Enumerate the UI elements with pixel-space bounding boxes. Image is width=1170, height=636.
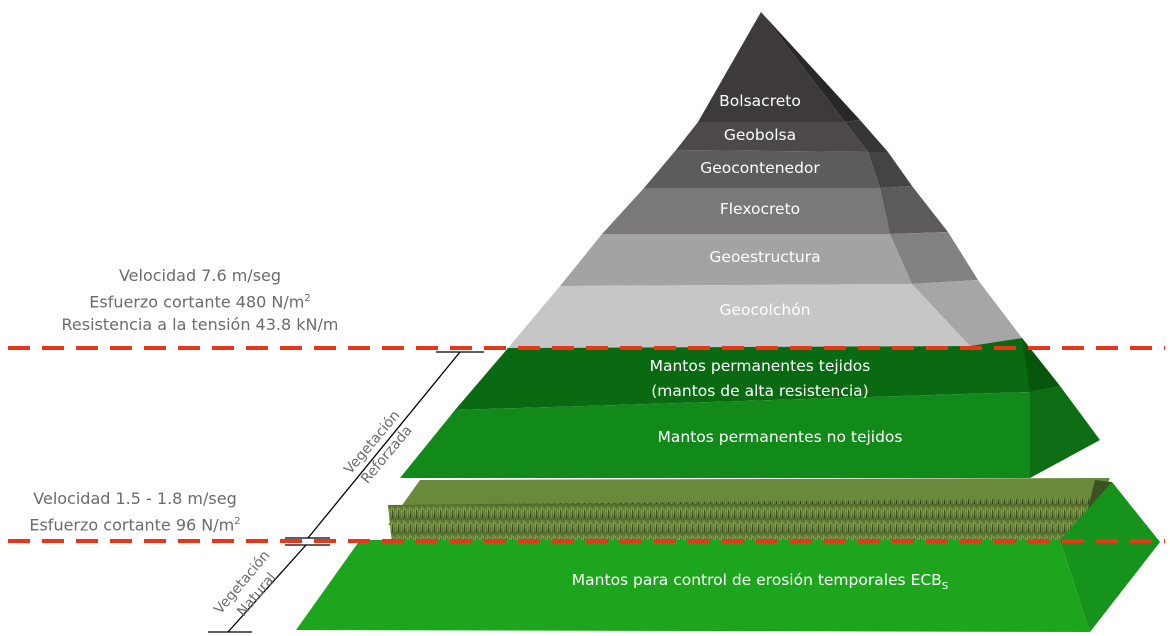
- upper-note-line3: Resistencia a la tensión 43.8 kN/m: [61, 315, 339, 335]
- label-temporales-text: Mantos para control de erosión temporale…: [571, 571, 942, 589]
- layer-geoestructura-face: [560, 234, 912, 286]
- layer-flexocreto-face: [602, 188, 890, 234]
- layer-geocolchon-face: [508, 284, 970, 348]
- layer-geocontenedor-face: [644, 150, 880, 188]
- layer-geobolsa-side: [845, 120, 888, 152]
- layer-geoestructura-side: [890, 232, 978, 284]
- lower-note-line1: Velocidad 1.5 - 1.8 m/seg: [33, 489, 237, 508]
- layer-no-tejidos-face: [400, 392, 1030, 478]
- layer-geocolchon-side: [912, 280, 1022, 346]
- layer-bolsacreto-side: [761, 12, 860, 122]
- layer-geobolsa-face: [676, 122, 868, 152]
- label-geocontenedor: Geocontenedor: [700, 159, 820, 177]
- upper-note-line2: Esfuerzo cortante 480 N/m2: [89, 292, 311, 312]
- top-pyramid: [508, 12, 1022, 348]
- lower-note-line2: Esfuerzo cortante 96 N/m2: [29, 515, 241, 535]
- upper-threshold-note: Velocidad 7.6 m/seg Esfuerzo cortante 48…: [0, 264, 400, 336]
- label-geobolsa: Geobolsa: [723, 126, 797, 144]
- grass-slab: [388, 478, 1112, 545]
- label-tejidos-line1: Mantos permanentes tejidos: [649, 357, 871, 375]
- layer-tejidos-face: [455, 338, 1060, 410]
- layer-geocontenedor-side: [868, 152, 912, 188]
- layer-temporales-side: [1060, 482, 1160, 632]
- vegetation-scale: [208, 351, 484, 633]
- label-flexocreto: Flexocreto: [719, 200, 801, 218]
- layer-temporales-face: [296, 540, 1090, 632]
- layer-tejidos-side: [1022, 338, 1060, 392]
- label-geoestructura: Geoestructura: [709, 248, 821, 266]
- label-bolsacreto: Bolsacreto: [719, 92, 801, 110]
- upper-note-line1: Velocidad 7.6 m/seg: [118, 266, 282, 285]
- label-temporales-sub: S: [941, 581, 949, 593]
- lower-threshold-note: Velocidad 1.5 - 1.8 m/seg Esfuerzo corta…: [0, 487, 270, 536]
- scale-natural-line: [227, 544, 307, 633]
- label-geocolchon: Geocolchón: [719, 301, 811, 319]
- scale-reforzada-line: [307, 351, 461, 539]
- layer-flexocreto-side: [880, 186, 948, 234]
- layer-bolsacreto-face: [698, 12, 845, 122]
- label-no-tejidos: Mantos permanentes no tejidos: [657, 428, 903, 446]
- natural-block: [296, 482, 1160, 632]
- label-tejidos-line2: (mantos de alta resistencia): [651, 382, 869, 400]
- label-temporales: Mantos para control de erosión temporale…: [530, 571, 990, 592]
- layer-no-tejidos-side: [1030, 386, 1100, 478]
- reinforced-block: [400, 338, 1100, 478]
- grass-blades: [388, 498, 1095, 545]
